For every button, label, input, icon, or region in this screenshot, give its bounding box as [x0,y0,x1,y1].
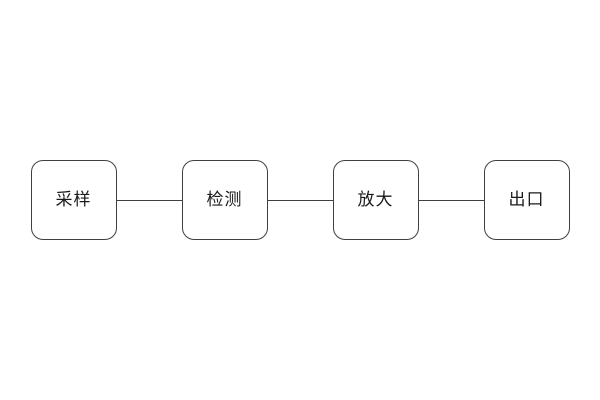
connector-line-3 [418,199,484,201]
flow-node-sampling-label: 采样 [55,189,92,210]
connector-line-2 [267,199,333,201]
flow-node-amplify: 放大 [332,160,419,240]
flow-node-exit-label: 出口 [508,189,545,210]
connector-line-1 [116,199,182,201]
flow-row: 采样 检测 放大 出口 [30,160,570,240]
flow-node-exit: 出口 [483,160,570,240]
flow-node-detection: 检测 [181,160,268,240]
flow-node-amplify-label: 放大 [357,189,394,210]
flow-node-sampling: 采样 [30,160,117,240]
flow-node-detection-label: 检测 [206,189,243,210]
